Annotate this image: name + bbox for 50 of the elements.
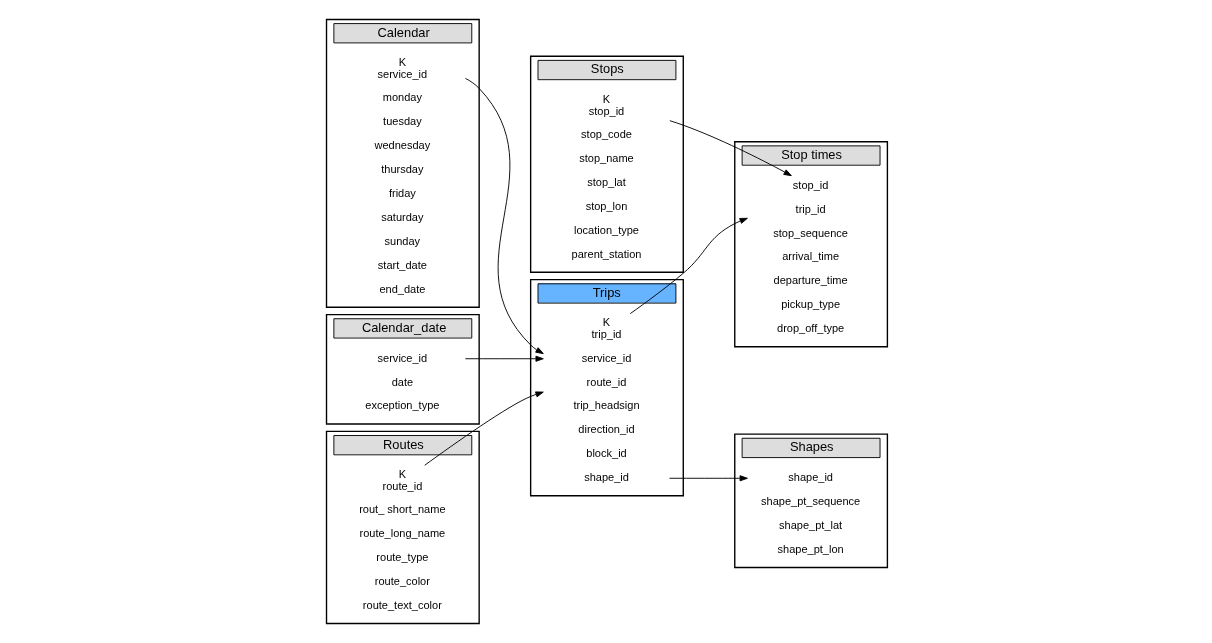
node-text: route_color [374,575,430,588]
node-text: route_text_color [362,598,442,611]
node-text: stop_name [578,152,634,165]
node-text: K service_id [377,55,427,80]
node-text: friday [388,187,416,199]
node-text: service_id [581,351,631,364]
node-text: direction_id [577,423,635,436]
node-text: block_id [585,447,627,460]
node-text: stop_code [580,128,632,141]
node-text: wednesday [374,139,430,152]
node-text: route_type [375,551,428,564]
arrow [423,391,544,466]
node-text: rout_ short_name [358,503,446,516]
node-text: start_date [377,258,427,271]
arrow [668,120,792,177]
arrow [464,77,544,355]
node-text: end_date [378,282,425,295]
node-text: stop_lon [585,199,627,212]
node-text: stop_id [792,178,828,191]
node-text: trip_headsign [572,399,640,412]
node-text: tuesday [382,115,422,128]
node-text: route_long_name [359,527,445,540]
node-text: trip_id [795,202,826,215]
node-text: shape_pt_sequence [760,495,860,508]
node-text: stop_lat [586,175,626,188]
arrow [668,475,748,482]
node-text: shape_pt_lat [778,518,842,531]
node-text: K stop_id [588,92,624,117]
node-text: K route_id [381,467,422,492]
node-text: drop_off_type [776,322,844,335]
node-text: sunday [384,234,420,247]
node-text: stop_sequence [772,226,848,239]
node-text: departure_time [773,274,848,287]
node-text: pickup_type [780,298,840,311]
node-text: route_id [586,375,626,388]
arrow [464,355,544,362]
node-text: saturday [380,210,423,223]
node-text: date [391,375,413,388]
node-text: exception_type [364,399,439,412]
node-text: arrival_time [781,250,839,263]
node-text: service_id [377,351,427,364]
node-text: shape_id [583,471,629,484]
node-text: location_type [573,223,639,236]
node-text: parent_station [571,247,641,260]
node-text: thursday [380,163,423,176]
node-text: shape_pt_lon [777,542,844,555]
arrow [629,217,748,315]
node-text: shape_id [787,471,833,484]
node-text: monday [382,91,422,104]
node-text: K trip_id [590,316,622,341]
